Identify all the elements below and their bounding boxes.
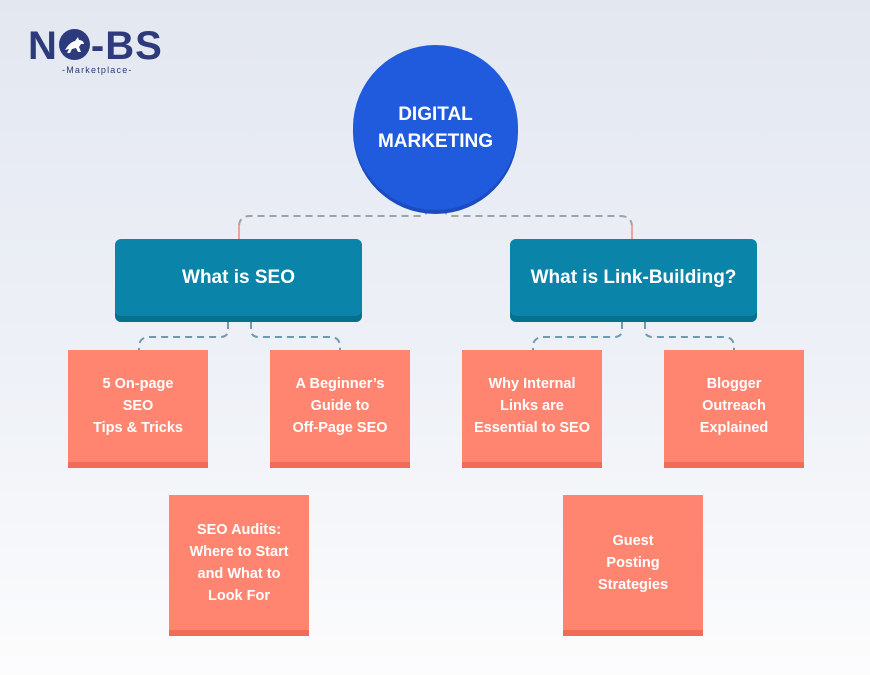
leaf-line: Tips & Tricks	[93, 420, 183, 436]
leaf-line: Essential to SEO	[473, 420, 591, 436]
logo: N -BS -Marketplace-	[28, 26, 173, 78]
logo-text-right: -BS	[90, 24, 163, 68]
leaf-line: 5 On-page	[102, 376, 174, 392]
leaf-node: Blogger Outreach Explained	[664, 350, 804, 468]
leaf-line: and What to	[197, 565, 281, 582]
bull-icon	[58, 29, 90, 60]
leaf-line: SEO Audits:	[196, 521, 282, 538]
leaf-line: Off-Page SEO	[292, 420, 388, 436]
topic-label: What is Link-Building?	[530, 266, 737, 288]
connector-root-seo	[238, 207, 429, 239]
leaf-line: Guide to	[310, 398, 370, 414]
topic-node-seo: What is SEO	[115, 239, 362, 316]
connector-root-link	[443, 207, 633, 239]
logo-wordmark: N -BS	[28, 26, 163, 66]
root-line-1: DIGITAL	[398, 103, 473, 125]
leaf-node: A Beginner’s Guide to Off-Page SEO	[270, 350, 410, 468]
root-line-2: MARKETING	[377, 130, 494, 152]
topic-label: What is SEO	[182, 266, 295, 288]
leaf-line: Where to Start	[189, 543, 289, 560]
leaf-line: Explained	[699, 420, 769, 436]
leaf-line: Why Internal	[488, 376, 576, 392]
leaf-line: Links are	[500, 398, 564, 414]
root-node-digital-marketing: DIGITAL MARKETING	[353, 45, 518, 210]
leaf-line: Strategies	[597, 576, 669, 593]
leaf-line: Posting	[606, 554, 660, 571]
logo-subtitle: -Marketplace-	[62, 65, 133, 75]
leaf-line: SEO	[122, 398, 154, 414]
leaf-line: Blogger	[706, 376, 762, 392]
logo-text-left: N	[28, 24, 58, 68]
leaf-node: Why Internal Links are Essential to SEO	[462, 350, 602, 468]
leaf-node: SEO Audits: Where to Start and What to L…	[169, 495, 309, 636]
leaf-line: Outreach	[702, 398, 766, 414]
leaf-node: 5 On-page SEO Tips & Tricks	[68, 350, 208, 468]
connector-seo-leaf1	[138, 322, 229, 350]
connector-link-leaf2	[644, 322, 735, 350]
leaf-line: Look For	[207, 587, 271, 604]
leaf-line: Guest	[612, 532, 654, 549]
connector-seo-leaf2	[250, 322, 341, 350]
connector-link-leaf1	[532, 322, 623, 350]
topic-node-link-building: What is Link-Building?	[510, 239, 757, 316]
leaf-node: Guest Posting Strategies	[563, 495, 703, 636]
leaf-line: A Beginner’s	[295, 376, 385, 392]
